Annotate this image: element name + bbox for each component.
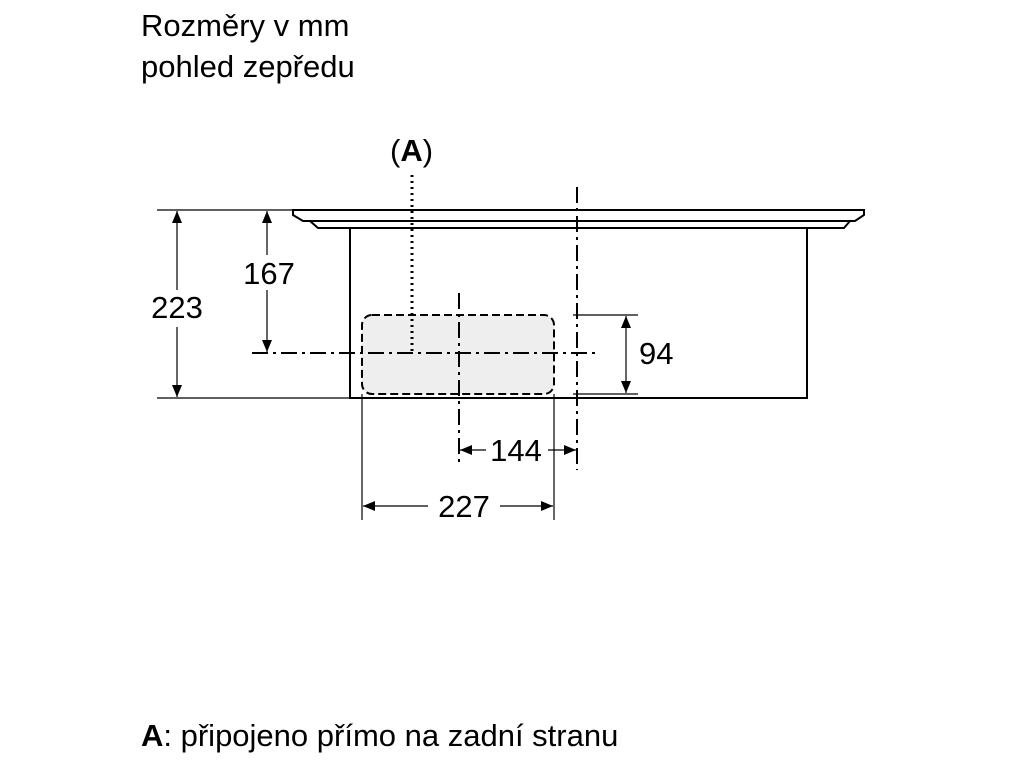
dimension-94-label: 94: [639, 336, 673, 371]
callout-label: (A): [390, 133, 433, 168]
dimension-227-label: 227: [438, 489, 490, 524]
legend-key: A: [141, 718, 164, 753]
diagram-subtitle: pohled zepředu: [141, 49, 355, 84]
dimension-227: 227: [363, 489, 553, 524]
callout-open-paren: (: [390, 133, 401, 168]
callout-letter: A: [400, 133, 422, 168]
dimension-167-label: 167: [243, 256, 295, 291]
extension-lines: [157, 209, 638, 520]
dimension-167: 167: [243, 211, 295, 352]
dimension-144-label: 144: [490, 433, 542, 468]
hob-body: [349, 227, 808, 399]
diagram-title: Rozměry v mm: [141, 8, 350, 43]
dimension-223-label: 223: [151, 290, 203, 325]
dimension-223: 223: [151, 211, 203, 397]
dimension-144: 144: [460, 433, 576, 468]
dimension-94: 94: [621, 316, 673, 393]
hob-glass-top: [292, 209, 865, 229]
legend-text: : připojeno přímo na zadní stranu: [163, 718, 619, 753]
callout-close-paren: ): [423, 133, 433, 168]
legend-note: A: připojeno přímo na zadní stranu: [141, 717, 618, 755]
